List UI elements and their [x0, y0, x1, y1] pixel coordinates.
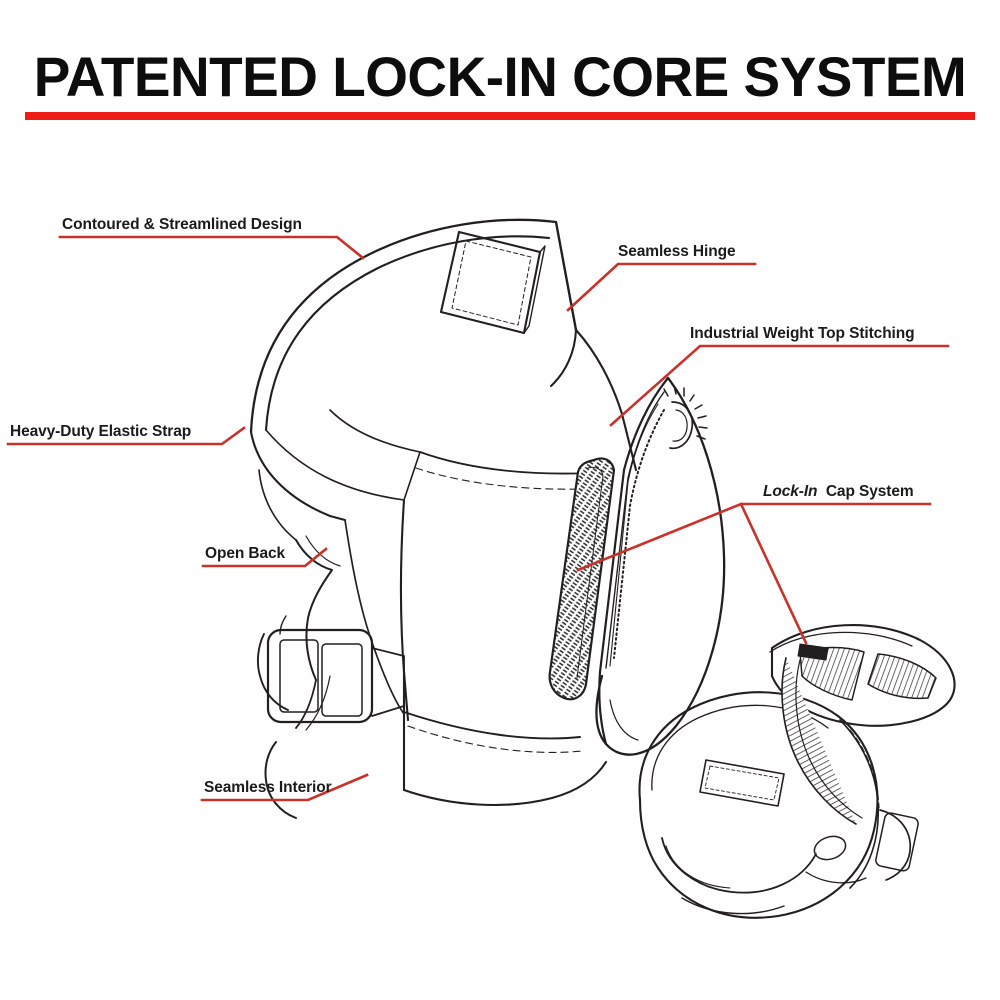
- callout-lock-in-emphasis: Lock-In: [763, 483, 818, 500]
- header: PATENTED LOCK-IN CORE SYSTEM: [0, 0, 1000, 140]
- knee-pad-main-body: [344, 328, 638, 807]
- callout-contoured-streamlined-design: Contoured & Streamlined Design: [62, 216, 302, 233]
- mesh-core-insert: [548, 457, 616, 701]
- strap-buckle: [256, 615, 405, 724]
- callout-heavy-duty-elastic-strap: Heavy-Duty Elastic Strap: [10, 423, 192, 440]
- leader-contoured-streamlined-design: [58, 235, 365, 260]
- leader-lock-in-cap-system: [576, 502, 932, 572]
- callout-seamless-hinge: Seamless Hinge: [618, 243, 736, 260]
- heavy-duty-elastic-strap: [264, 675, 331, 819]
- leader-seamless-interior: [200, 773, 369, 802]
- leader-open-back: [201, 547, 328, 568]
- leader-seamless-hinge: [566, 262, 757, 312]
- upper-strap-band: [249, 218, 578, 541]
- callout-seamless-interior: Seamless Interior: [204, 779, 332, 796]
- leader-heavy-duty-elastic-strap: [6, 426, 246, 446]
- callout-cap-system-rest: Cap System: [825, 483, 914, 500]
- lock-in-cap-shell: [595, 376, 726, 756]
- inset-body: [638, 691, 919, 919]
- leader-industrial-weight-top-stitching: [609, 344, 950, 427]
- callout-open-back: Open Back: [205, 545, 286, 562]
- leader-lock-in-cap-system-inset: [739, 502, 808, 645]
- inset-view: [638, 624, 956, 919]
- title-underline-rule: [25, 112, 975, 120]
- velcro-patch: [439, 230, 546, 335]
- page-title: PATENTED LOCK-IN CORE SYSTEM: [33, 45, 967, 108]
- inset-lock-in-cap: [769, 624, 956, 825]
- callout-lock-in-cap-system: Lock-In Cap System: [763, 483, 914, 501]
- callout-industrial-weight-top-stitching: Industrial Weight Top Stitching: [690, 325, 915, 342]
